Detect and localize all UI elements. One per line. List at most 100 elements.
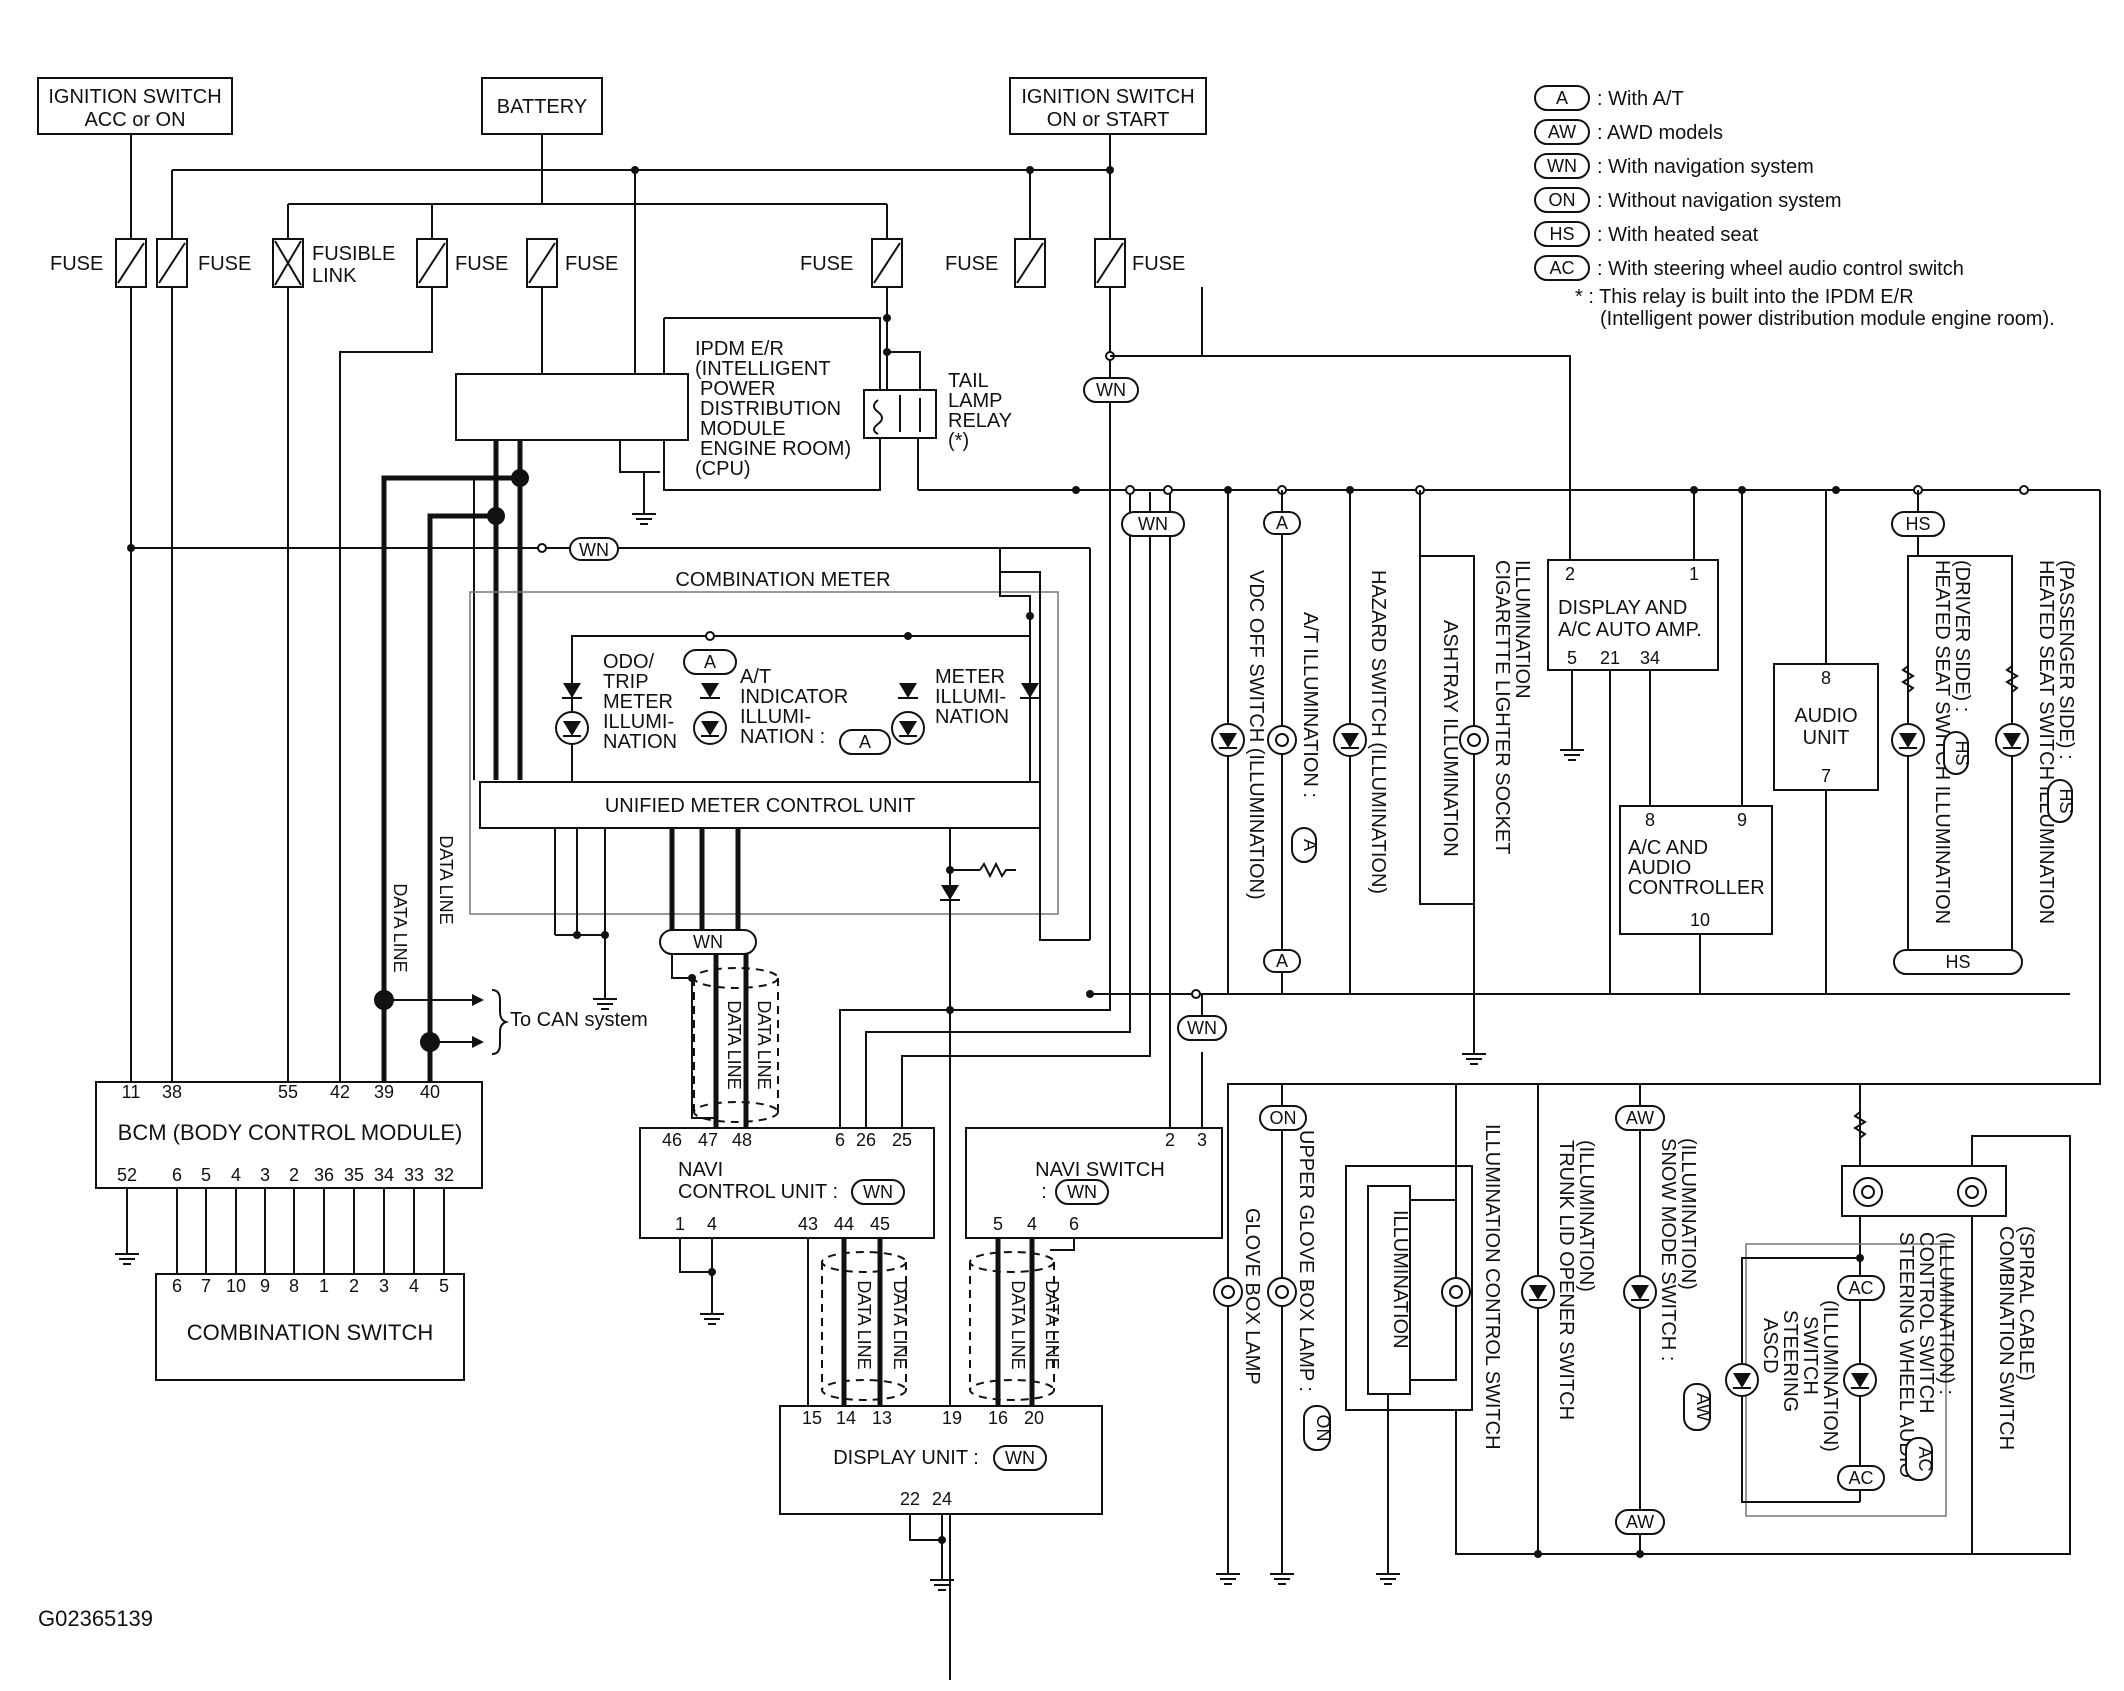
illum-ctrl-label: ILLUMINATION CONTROL SWITCH: [1481, 1124, 1503, 1450]
svg-text:10: 10: [1690, 910, 1710, 930]
fuse-label-6: FUSE: [945, 253, 998, 275]
ipdm-line-3: POWER: [700, 378, 776, 400]
left-wiring: WN To CAN system DATA LINE DATA LINE: [127, 287, 1090, 1082]
hs-pass-2: (PASSENGER SIDE) :: [2055, 560, 2077, 760]
data-line-disp-2: DATA LINE: [890, 1280, 910, 1369]
fuse-label-7: FUSE: [1132, 253, 1185, 275]
aw-tag-bottom: AW: [1626, 1512, 1654, 1532]
svg-text:34: 34: [374, 1165, 394, 1185]
svg-text:9: 9: [1737, 810, 1747, 830]
svg-text:5: 5: [1567, 648, 1577, 668]
unified-meter-unit-label: UNIFIED METER CONTROL UNIT: [605, 795, 915, 817]
svg-text:ON: ON: [1313, 1415, 1333, 1442]
svg-text:46: 46: [662, 1130, 682, 1150]
hs-tag-top: HS: [1905, 514, 1930, 534]
svg-text:3: 3: [1197, 1130, 1207, 1150]
combination-meter-title: COMBINATION METER: [675, 569, 890, 591]
odo-label-5: NATION: [603, 731, 677, 753]
tag-a-at-1: A: [1276, 513, 1288, 533]
svg-text:10: 10: [226, 1276, 246, 1296]
navi-cu-name-2: CONTROL UNIT :: [678, 1181, 838, 1203]
svg-text:1: 1: [319, 1276, 329, 1296]
svg-text:19: 19: [942, 1408, 962, 1428]
glove-label: GLOVE BOX LAMP: [1241, 1208, 1263, 1385]
svg-text:36: 36: [314, 1165, 334, 1185]
svg-text:A: A: [1556, 88, 1568, 108]
comb-sw-label-2: (SPIRAL CABLE): [2015, 1226, 2037, 1381]
display-unit: 15 14 13 19 16 20 DISPLAY UNIT : WN 22 2…: [779, 1405, 1103, 1591]
svg-text:HS: HS: [1549, 224, 1574, 244]
svg-text:AW: AW: [1693, 1393, 1713, 1421]
wn-tag-meter: WN: [693, 932, 723, 952]
steer-label-3: (ILLUMINATION) :: [1935, 1232, 1957, 1395]
trunk-label-2: (ILLUMINATION): [1575, 1140, 1597, 1292]
svg-text:45: 45: [870, 1214, 890, 1234]
ipdm-line-6: ENGINE ROOM): [700, 438, 851, 460]
ascd-label-1: ASCD: [1759, 1318, 1781, 1374]
trunk-label-1: TRUNK LID OPENER SWITCH: [1555, 1140, 1577, 1420]
svg-text:11: 11: [122, 1082, 141, 1102]
hs-driver-2: (DRIVER SIDE) :: [1951, 560, 1973, 712]
ign-on-label-2: ON or START: [1047, 109, 1170, 131]
svg-text:AW: AW: [1548, 122, 1576, 142]
ascd-label-3: SWITCH: [1799, 1316, 1821, 1395]
legend: A : With A/T AW : AWD models WN : With n…: [1534, 85, 2055, 330]
svg-text:8: 8: [1821, 668, 1831, 688]
fuse-label-3: FUSE: [455, 253, 508, 275]
svg-text:14: 14: [836, 1408, 856, 1428]
display-unit-label: DISPLAY UNIT :: [833, 1447, 979, 1469]
svg-text:1: 1: [675, 1214, 685, 1234]
ac-audio-name-3: CONTROLLER: [1628, 877, 1765, 899]
snow-label-1: SNOW MODE SWITCH :: [1657, 1138, 1679, 1361]
legend-item-hs: HS : With heated seat: [1534, 221, 1759, 247]
data-line-meter-1: DATA LINE: [724, 1000, 744, 1089]
comb-sw-label-1: COMBINATION SWITCH: [1995, 1226, 2017, 1450]
svg-text:4: 4: [1027, 1214, 1037, 1234]
illumination-label: ILLUMINATION: [1389, 1210, 1411, 1349]
svg-text:7: 7: [1821, 766, 1831, 786]
fusible-link-label-1: FUSIBLE: [312, 243, 395, 265]
battery-label: BATTERY: [497, 96, 587, 118]
at-label-4: NATION :: [740, 726, 825, 748]
svg-text:3: 3: [379, 1276, 389, 1296]
ac-tag-top: AC: [1848, 1278, 1873, 1298]
amp-name-1: DISPLAY AND: [1558, 597, 1687, 619]
ignition-switch-on-box: IGNITION SWITCH ON or START: [1009, 77, 1207, 135]
relay-label-3: RELAY: [948, 410, 1012, 432]
relay-label-2: LAMP: [948, 390, 1002, 412]
battery-box: BATTERY: [481, 77, 603, 135]
illumination-bus: WN VDC OFF SWITCH (ILLUMINATION) A A A/T…: [1072, 287, 2101, 1560]
ignition-switch-acc-box: IGNITION SWITCH ACC or ON: [37, 77, 233, 135]
combination-switch: COMBINATION SWITCH 6 7 10 9 8 1 2 3 4 5: [155, 1273, 465, 1381]
wn-tag-navi-sw-top: WN: [1187, 1018, 1217, 1038]
svg-text:: With navigation system: : With navigation system: [1597, 156, 1814, 178]
svg-text:AC: AC: [1549, 258, 1574, 278]
ign-acc-label-1: IGNITION SWITCH: [48, 86, 221, 108]
fusible-link-label-2: LINK: [312, 265, 357, 287]
at-label-3: ILLUMI-: [740, 706, 811, 728]
svg-text:: Without navigation system: : Without navigation system: [1597, 190, 1842, 212]
svg-text:HS: HS: [2056, 788, 2076, 813]
meter-illum-label-2: ILLUMI-: [935, 686, 1006, 708]
svg-text:55: 55: [278, 1082, 298, 1102]
on-tag: ON: [1270, 1108, 1297, 1128]
fuse-label-2: FUSE: [198, 253, 251, 275]
svg-text:5: 5: [993, 1214, 1003, 1234]
svg-text:3: 3: [260, 1165, 270, 1185]
at-illum-label: A/T ILLUMINATION :: [1299, 612, 1321, 798]
svg-text:48: 48: [732, 1130, 752, 1150]
svg-text:2: 2: [349, 1276, 359, 1296]
cig-label-2: ILLUMINATION: [1511, 560, 1533, 699]
svg-text:32: 32: [434, 1165, 454, 1185]
data-line-disp-1: DATA LINE: [854, 1280, 874, 1369]
power-wires: [130, 134, 1114, 374]
svg-text:47: 47: [698, 1130, 718, 1150]
diagram-code: G02365139: [38, 1606, 153, 1631]
svg-text:25: 25: [892, 1130, 912, 1150]
wn-tag-navi-cu: WN: [863, 1182, 893, 1202]
wn-tag-display: WN: [1005, 1448, 1035, 1468]
audio-name-2: UNIT: [1803, 727, 1850, 749]
svg-text:6: 6: [172, 1165, 182, 1185]
svg-text:4: 4: [707, 1214, 717, 1234]
